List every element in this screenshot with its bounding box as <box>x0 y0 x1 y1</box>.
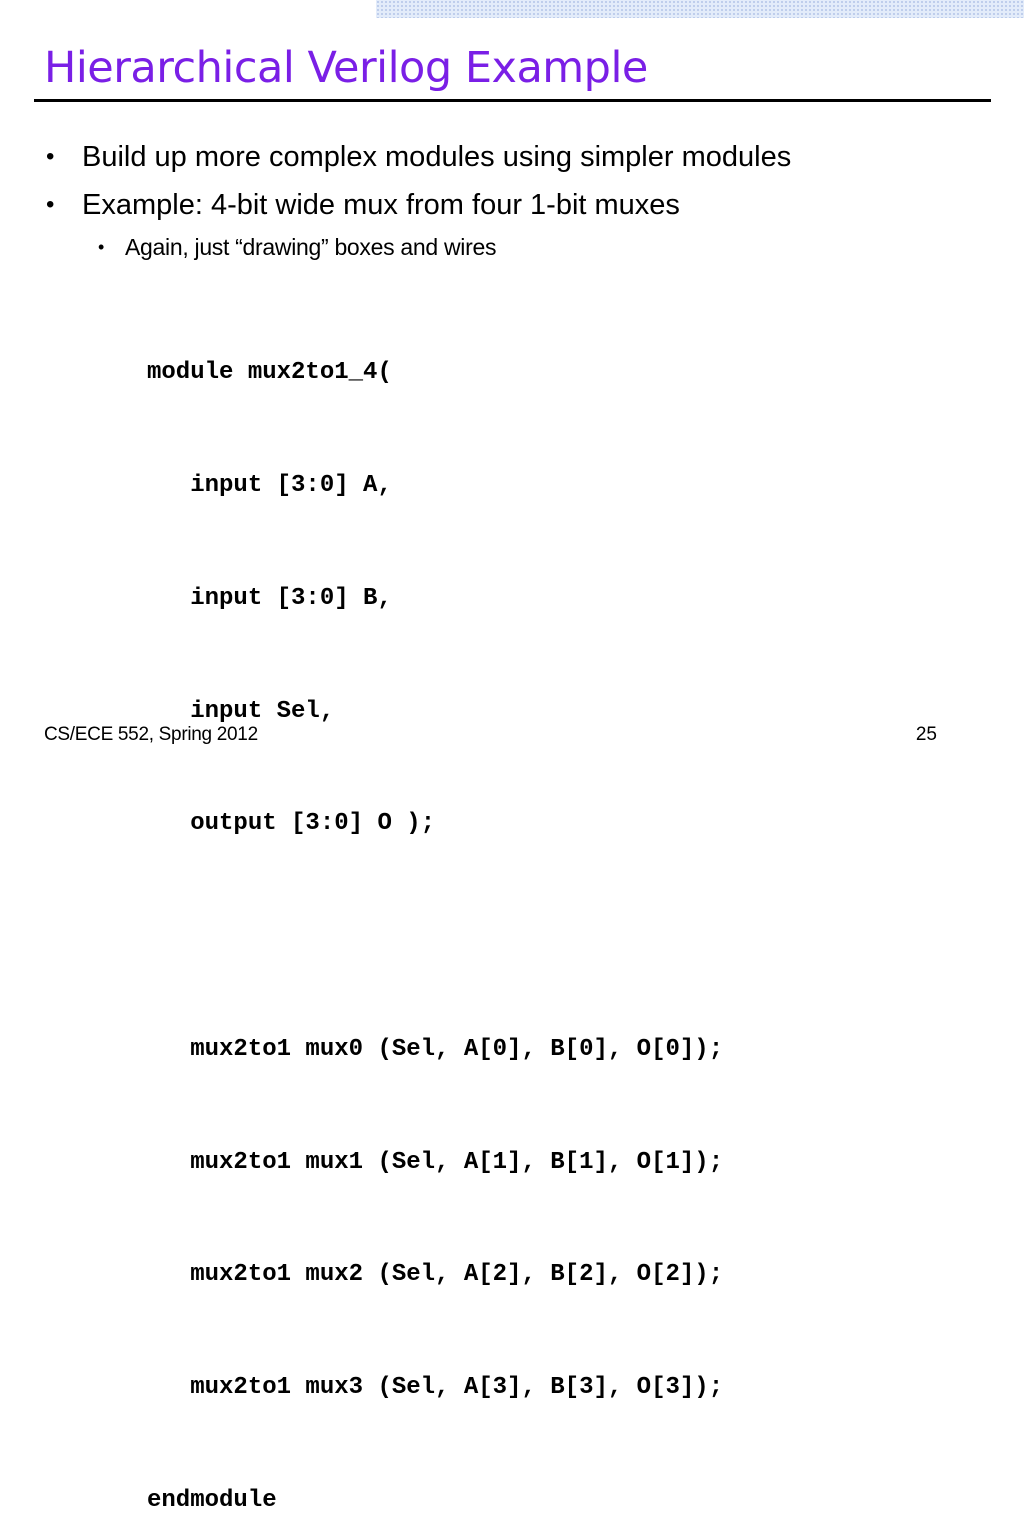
footer-page-number: 25 <box>915 724 937 745</box>
code-line: output [3:0] O ); <box>147 810 436 838</box>
bullet-text: Example: 4-bit wide mux from four 1-bit … <box>82 189 680 221</box>
code-line: endmodule <box>147 1487 277 1514</box>
sub-bullet-text: Again, just “drawing” boxes and wires <box>125 234 497 260</box>
code-line: mux2to1 mux1 (Sel, A[1], B[1], O[1]); <box>147 1148 724 1176</box>
corner-pattern-decoration <box>376 0 1024 18</box>
bullet-dot: • <box>46 143 55 170</box>
code-line: input [3:0] B, <box>147 584 392 612</box>
code-line-blank <box>147 918 723 956</box>
bullet-list: • Build up more complex modules using si… <box>46 136 791 266</box>
bullet-item: • Example: 4-bit wide mux from four 1-bi… <box>46 184 791 232</box>
bullet-item: • Build up more complex modules using si… <box>46 136 791 184</box>
title-underline <box>34 99 991 102</box>
code-line: mux2to1 mux0 (Sel, A[0], B[0], O[0]); <box>147 1035 724 1063</box>
code-line: module mux2to1_4( <box>147 359 392 387</box>
code-line: input [3:0] A, <box>147 471 392 499</box>
sub-bullet-item: • Again, just “drawing” boxes and wires <box>46 232 791 266</box>
footer-course-label: CS/ECE 552, Spring 2012 <box>44 724 258 745</box>
code-line: mux2to1 mux2 (Sel, A[2], B[2], O[2]); <box>147 1261 724 1289</box>
code-line: mux2to1 mux3 (Sel, A[3], B[3], O[3]); <box>147 1374 724 1402</box>
code-line: input Sel, <box>147 697 335 725</box>
verilog-code-block: module mux2to1_4( input [3:0] A, input [… <box>147 279 723 1536</box>
bullet-text: Build up more complex modules using simp… <box>82 141 792 173</box>
bullet-dot: • <box>46 191 55 218</box>
sub-bullet-dot: • <box>98 237 105 257</box>
slide-title: Hierarchical Verilog Example <box>44 43 648 93</box>
